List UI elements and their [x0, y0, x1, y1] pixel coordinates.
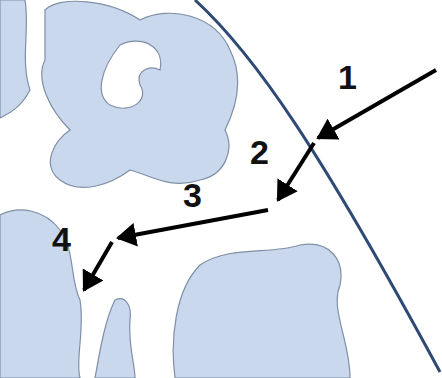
tissue-blob	[95, 299, 135, 378]
callout-number: 2	[250, 135, 269, 169]
tissue-gap	[101, 41, 160, 108]
tissue-blob	[42, 1, 238, 187]
path-arrow	[318, 70, 436, 138]
tissue-blob	[0, 0, 30, 118]
path-arrow	[84, 242, 112, 290]
boundary-curve	[195, 0, 440, 372]
tissue-blob	[0, 210, 81, 378]
callout-number: 4	[52, 222, 71, 256]
path-arrow	[278, 143, 314, 200]
callout-number: 1	[338, 60, 357, 94]
path-arrow	[118, 210, 268, 238]
callout-number: 3	[183, 178, 202, 212]
tissue-blob	[173, 244, 350, 378]
